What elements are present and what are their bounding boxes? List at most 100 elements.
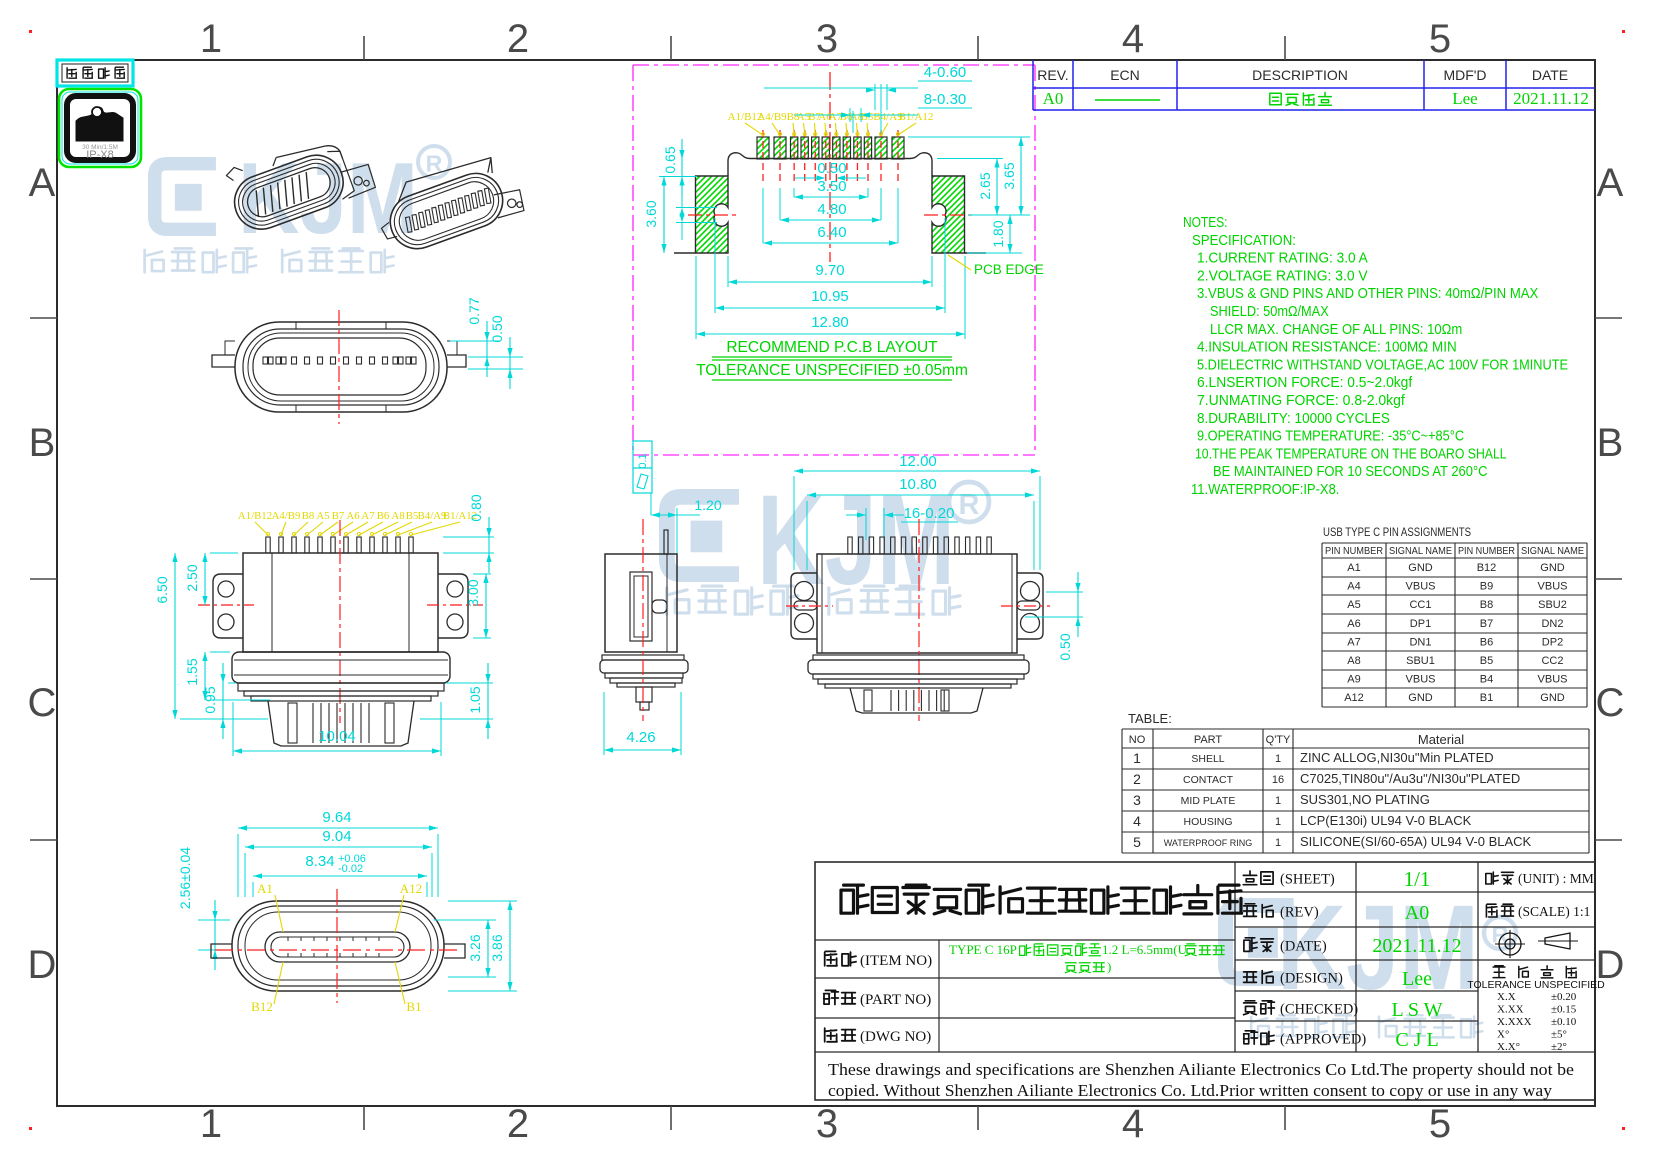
svg-text:1: 1: [1275, 753, 1281, 765]
svg-text:1: 1: [1275, 837, 1281, 849]
svg-text:±0.20: ±0.20: [1551, 991, 1577, 1003]
svg-text:PIN NUMBER: PIN NUMBER: [1325, 546, 1383, 557]
svg-text:9.04: 9.04: [322, 828, 351, 845]
svg-text:copied. Without Shenzhen Ailia: copied. Without Shenzhen Ailiante Electr…: [828, 1081, 1553, 1100]
svg-text:NOTES:: NOTES:: [1183, 215, 1228, 231]
svg-text:+0.06: +0.06: [338, 853, 366, 865]
svg-text:0.50: 0.50: [489, 315, 505, 342]
svg-text:10.THE PEAK TEMPERATURE ON THE: 10.THE PEAK TEMPERATURE ON THE BOARO SHA…: [1195, 446, 1507, 462]
svg-text:These drawings and specificati: These drawings and specifications are Sh…: [828, 1060, 1574, 1079]
svg-text:0.95: 0.95: [202, 686, 218, 713]
svg-text:A9: A9: [1347, 674, 1360, 686]
svg-text:LCP(E130i) UL94 V-0 BLACK: LCP(E130i) UL94 V-0 BLACK: [1300, 813, 1472, 828]
svg-text:A5: A5: [316, 510, 329, 522]
svg-text:X.XXX: X.XXX: [1497, 1016, 1532, 1028]
svg-text:PIN NUMBER: PIN NUMBER: [1458, 546, 1515, 557]
svg-text:A5: A5: [1347, 599, 1360, 611]
svg-text:±0.10: ±0.10: [1551, 1016, 1577, 1028]
svg-text:DP1: DP1: [1410, 618, 1431, 630]
svg-text:B1: B1: [1480, 692, 1493, 704]
svg-text:Material: Material: [1418, 732, 1464, 747]
svg-text:GND: GND: [1408, 692, 1433, 704]
svg-text:5.DIELECTRIC WITHSTAND VOLTAGE: 5.DIELECTRIC WITHSTAND VOLTAGE,AC 100V F…: [1197, 357, 1568, 373]
svg-text:4: 4: [1122, 17, 1144, 61]
svg-text:B4: B4: [1480, 674, 1493, 686]
svg-text:SBU2: SBU2: [1538, 599, 1567, 611]
svg-text:IP-X8: IP-X8: [86, 149, 114, 161]
svg-text:B1/A12: B1/A12: [899, 111, 934, 123]
svg-text:A4/B9: A4/B9: [757, 111, 787, 123]
svg-text:4: 4: [1122, 1102, 1144, 1146]
svg-text:B5: B5: [861, 111, 874, 123]
svg-text:REV.: REV.: [1037, 67, 1068, 83]
svg-text:PART: PART: [1194, 734, 1223, 746]
svg-text:SHELL: SHELL: [1191, 753, 1224, 765]
svg-text:C: C: [1596, 681, 1625, 725]
svg-text:TOLERANCE UNSPECIFIED ±0.05m: TOLERANCE UNSPECIFIED ±0.05mm: [696, 362, 968, 379]
svg-text:3.60: 3.60: [643, 200, 659, 227]
svg-text:5: 5: [1429, 1102, 1451, 1146]
svg-text:VBUS: VBUS: [1406, 674, 1436, 686]
svg-text:(ITEM NO): (ITEM NO): [860, 953, 932, 969]
svg-text:A8: A8: [1347, 655, 1360, 667]
svg-text:A7: A7: [361, 510, 375, 522]
svg-text:3: 3: [816, 17, 838, 61]
svg-text:A12: A12: [400, 881, 422, 896]
svg-text:1.2 L=6.5mm(U: 1.2 L=6.5mm(U: [1102, 942, 1188, 957]
svg-text:(CHECKED): (CHECKED): [1280, 1002, 1358, 1018]
svg-text:2.56±0.04: 2.56±0.04: [177, 847, 193, 909]
svg-text:16-0.20: 16-0.20: [904, 505, 955, 522]
svg-text:4.INSULATION RESISTANCE: 100M: 4.INSULATION RESISTANCE: 100MΩ MIN: [1197, 340, 1457, 356]
svg-text:SUS301,NO PLATING: SUS301,NO PLATING: [1300, 792, 1430, 807]
svg-text:B7: B7: [1480, 618, 1493, 630]
svg-text:B12: B12: [1477, 562, 1497, 574]
svg-text:10.95: 10.95: [811, 288, 849, 305]
svg-text:2.50: 2.50: [184, 564, 200, 591]
svg-text:1.80: 1.80: [990, 220, 1006, 247]
svg-text:VBUS: VBUS: [1538, 674, 1568, 686]
svg-text:C J L: C J L: [1395, 1029, 1438, 1051]
svg-text:B1: B1: [406, 999, 421, 1014]
svg-text:X°: X°: [1497, 1029, 1509, 1041]
svg-text:2.VOLTAGE RATING: 3.0 V: 2.VOLTAGE RATING: 3.0 V: [1197, 268, 1368, 284]
svg-text:3.00: 3.00: [465, 579, 481, 606]
svg-text:2: 2: [507, 1102, 529, 1146]
svg-text:2: 2: [1133, 771, 1141, 787]
svg-text:A6: A6: [818, 111, 832, 123]
svg-text:A4/B9: A4/B9: [272, 510, 301, 522]
svg-text:A: A: [29, 161, 56, 205]
svg-text:B5: B5: [406, 510, 419, 522]
svg-text:TOLERANCE UNSPECIFIED: TOLERANCE UNSPECIFIED: [1467, 979, 1605, 991]
svg-text:A1: A1: [257, 881, 273, 896]
svg-text:B: B: [1597, 421, 1624, 465]
svg-text:L S W: L S W: [1391, 999, 1442, 1021]
svg-text:2021.11.12: 2021.11.12: [1372, 935, 1461, 957]
svg-text:3.VBUS & GND PINS AND OTHER PI: 3.VBUS & GND PINS AND OTHER PINS: 40mΩ/P…: [1197, 286, 1539, 302]
svg-text:A6: A6: [1347, 618, 1360, 630]
svg-text:11.WATERPROOF:IP-X8.: 11.WATERPROOF:IP-X8.: [1191, 482, 1339, 498]
svg-text:A1/B12: A1/B12: [238, 510, 272, 522]
svg-text:2021.11.12: 2021.11.12: [1513, 89, 1589, 108]
svg-text:4: 4: [1133, 813, 1141, 829]
svg-text:9.70: 9.70: [815, 262, 844, 279]
svg-text:): ): [1107, 959, 1111, 974]
svg-text:(DWG NO): (DWG NO): [860, 1029, 931, 1045]
svg-text:9.OPERATING TEMPERATURE: -35°C: 9.OPERATING TEMPERATURE: -35°C~+85°C: [1197, 429, 1464, 445]
svg-text:(APPROVED): (APPROVED): [1280, 1032, 1366, 1048]
svg-text:1.20: 1.20: [694, 497, 721, 513]
svg-text:BE MAINTAINED FOR 10 SECONDS A: BE MAINTAINED FOR 10 SECONDS AT 260°C: [1213, 464, 1488, 480]
svg-text:GND: GND: [1540, 692, 1565, 704]
svg-text:1.55: 1.55: [184, 658, 200, 685]
svg-text:SPECIFICATION:: SPECIFICATION:: [1192, 233, 1296, 249]
svg-text:±5°: ±5°: [1551, 1029, 1567, 1041]
svg-text:1: 1: [200, 17, 222, 61]
svg-text:12.00: 12.00: [899, 453, 937, 470]
svg-text:-0.02: -0.02: [338, 863, 363, 875]
svg-text:B4/A9: B4/A9: [418, 510, 447, 522]
svg-text:A1/B12: A1/B12: [728, 111, 763, 123]
svg-text:2: 2: [507, 17, 529, 61]
svg-text:A1: A1: [1347, 562, 1360, 574]
svg-text:NO: NO: [1129, 734, 1146, 746]
svg-text:R: R: [426, 151, 443, 177]
svg-text:6.50: 6.50: [154, 576, 170, 603]
